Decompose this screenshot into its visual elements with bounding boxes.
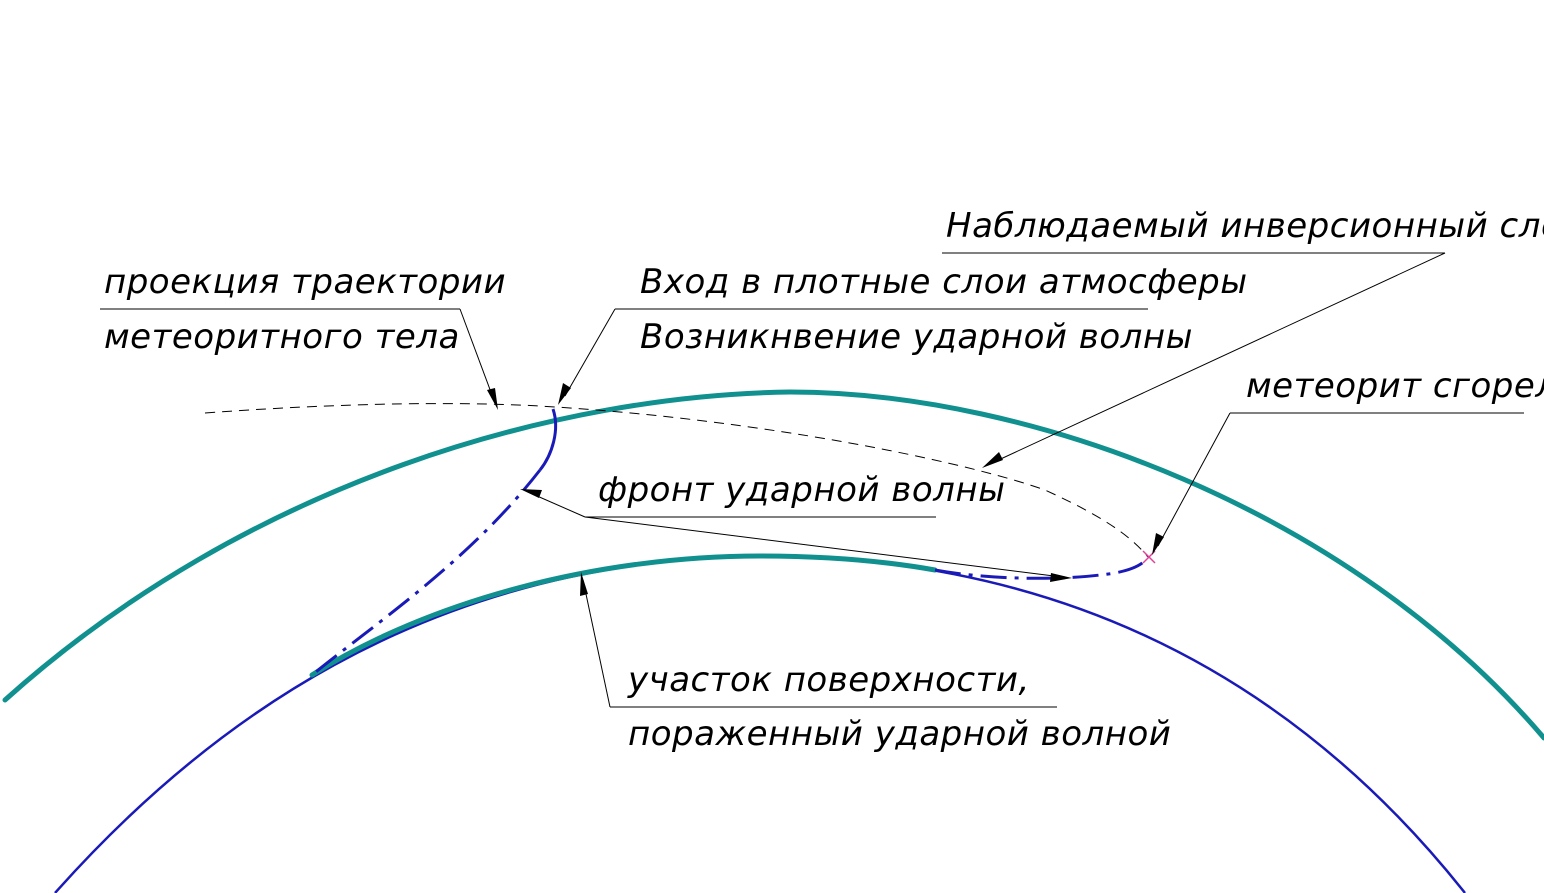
- trajectory-label-line1: проекция траектории: [104, 262, 506, 302]
- trajectory-label-line2: метеоритного тела: [104, 317, 460, 357]
- trajectory-callout: проекция траектории метеоритного тела: [100, 262, 506, 410]
- surface-label-line1: участок поверхности,: [627, 660, 1030, 700]
- trail-callout: Наблюдаемый инверсионный след: [942, 206, 1544, 468]
- shock-front-callout: фронт ударной волны: [520, 470, 1072, 582]
- trail-label: Наблюдаемый инверсионный след: [946, 206, 1544, 246]
- entry-callout: Вход в плотные слои атмосферы Возникнвен…: [558, 262, 1248, 405]
- surface-label-line2: пораженный ударной волной: [628, 714, 1171, 754]
- entry-label-line1: Вход в плотные слои атмосферы: [640, 262, 1248, 302]
- shock-front-left-solid: [538, 408, 558, 471]
- surface-callout: участок поверхности, пораженный ударной …: [580, 572, 1171, 754]
- burned-callout: метеорит сгорел: [1152, 366, 1544, 555]
- shock-front-right-dashdot: [934, 556, 1150, 580]
- burned-label: метеорит сгорел: [1246, 366, 1544, 406]
- affected-surface-segment: [309, 553, 938, 678]
- shock-front-left-dashdot: [311, 469, 542, 677]
- entry-label-line2: Возникнвение ударной волны: [640, 317, 1193, 357]
- trajectory-projection-line: [204, 403, 1149, 558]
- atmosphere-boundary-arc: [2, 389, 1544, 741]
- shock-front-label: фронт ударной волны: [598, 470, 1005, 510]
